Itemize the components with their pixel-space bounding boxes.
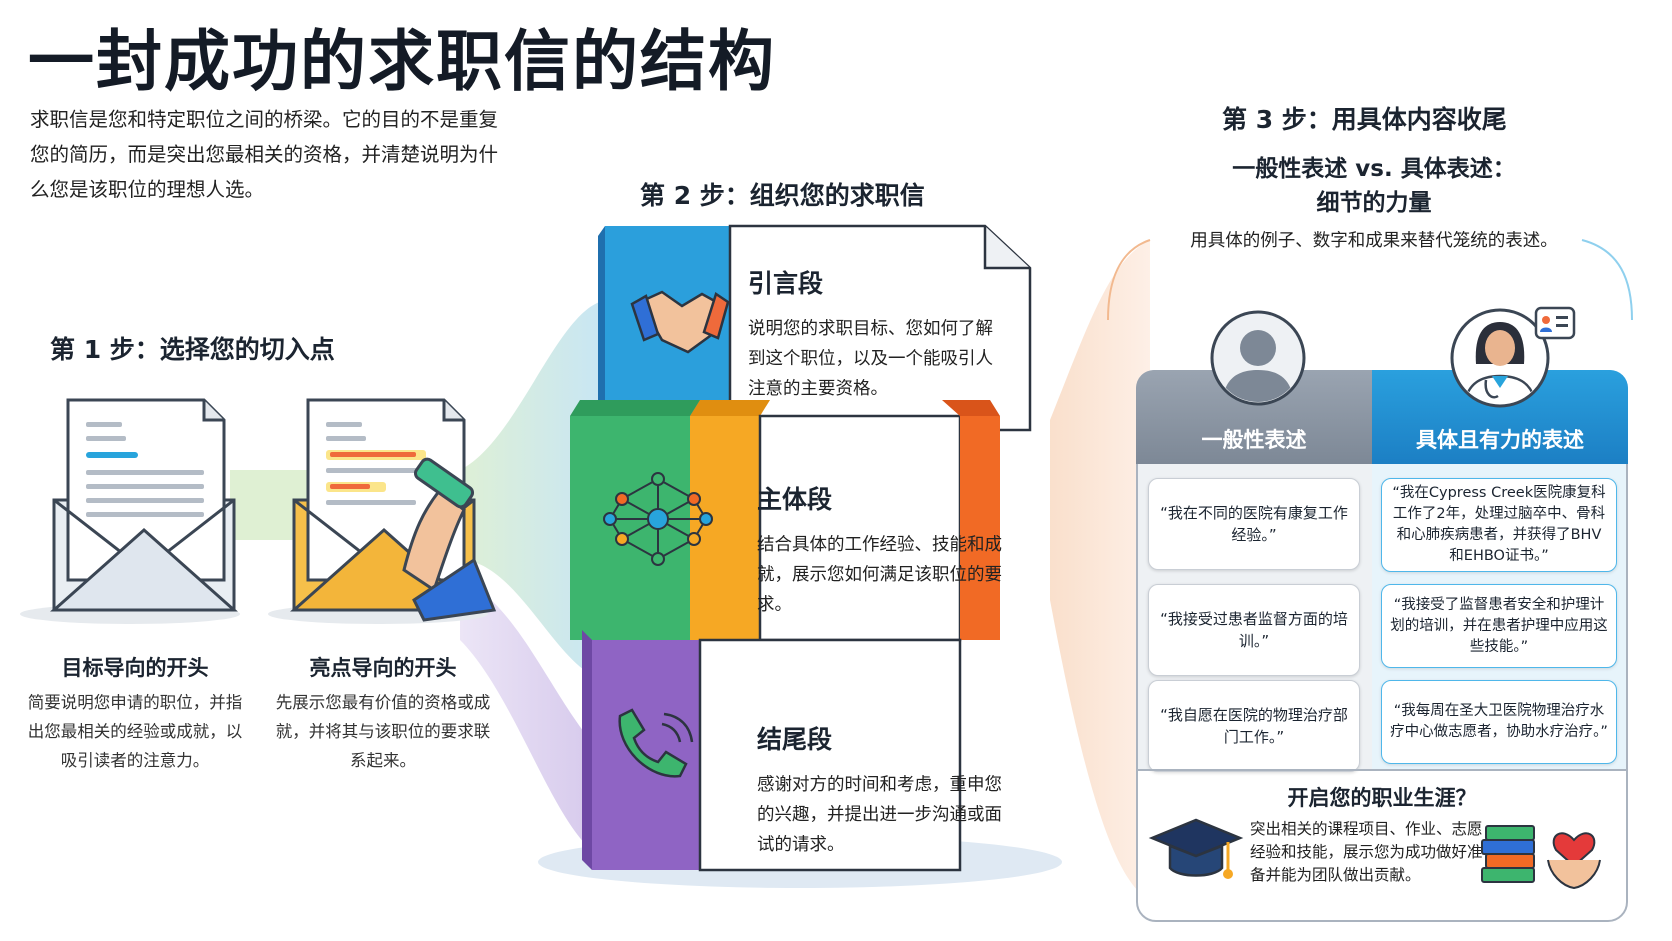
doctor-icon <box>1450 306 1576 408</box>
page-title: 一封成功的求职信的结构 <box>28 23 776 100</box>
body-block <box>570 400 1000 642</box>
option2-desc: 先展示您最有价值的资格或成就，并将其与该职位的要求联系起来。 <box>275 693 491 770</box>
specific-label: 具体且有力的表述 <box>1416 428 1584 452</box>
body-block-title: 主体段 <box>757 485 833 514</box>
handshake-icon <box>630 290 730 354</box>
graduation-cap-icon <box>1148 818 1244 879</box>
specific-statement-1: “我在Cypress Creek医院康复科工作了2年，处理过脑卒中、骨科和心肺疾… <box>1381 478 1617 572</box>
intro-block-text: 引言段 说明您的求职目标、您如何了解到这个职位，以及一个能吸引人注意的主要资格。 <box>748 264 1008 404</box>
network-icon <box>603 472 713 566</box>
envelope-highlight-icon <box>290 398 497 622</box>
intro-text: 求职信是您和特定职位之间的桥梁。它的目的不是重复您的简历，而是突出您最相关的资格… <box>30 108 499 201</box>
intro-block <box>598 224 1032 432</box>
specific-statement-2: “我接受了监督患者安全和护理计划的培训，并在患者护理中应用这些技能。” <box>1381 584 1617 668</box>
closing-block-desc: 感谢对方的时间和考虑，重申您的兴趣，并提出进一步沟通或面试的请求。 <box>757 775 1002 855</box>
intro-block-desc: 说明您的求职目标、您如何了解到这个职位，以及一个能吸引人注意的主要资格。 <box>748 319 993 399</box>
specific-statement-3: “我每周在圣大卫医院物理治疗水疗中心做志愿者，协助水疗治疗。” <box>1381 680 1617 764</box>
closing-block-title: 结尾段 <box>757 725 833 754</box>
structure-blocks <box>570 224 1032 872</box>
step3-heading: 第 3 步：用具体内容收尾 <box>1222 105 1507 134</box>
option1-title: 目标导向的开头 <box>61 656 209 680</box>
intro-block-title: 引言段 <box>748 269 824 298</box>
general-statement-3: “我自愿在医院的物理治疗部门工作。” <box>1148 680 1360 772</box>
step3-subtitle: 一般性表述 vs. 具体表述： 细节的力量 <box>1174 152 1574 220</box>
body-block-text: 主体段 结合具体的工作经验、技能和成就，展示您如何满足该职位的要求。 <box>757 480 1007 620</box>
career-desc: 突出相关的课程项目、作业、志愿经验和技能，展示您为成功做好准备并能为团队做出贡献… <box>1250 820 1483 884</box>
general-statement-1: “我在不同的医院有康复工作经验。” <box>1148 478 1360 570</box>
books-heart-icon <box>1481 825 1601 890</box>
step3-subtitle-line1: 一般性表述 vs. 具体表述： <box>1232 156 1516 182</box>
career-title: 开启您的职业生涯？ <box>1287 786 1477 810</box>
closing-block-text: 结尾段 感谢对方的时间和考虑，重申您的兴趣，并提出进一步沟通或面试的请求。 <box>757 720 1007 860</box>
step1-heading: 第 1 步：选择您的切入点 <box>50 335 335 364</box>
step3-desc: 用具体的例子、数字和成果来替代笼统的表述。 <box>1190 231 1558 251</box>
career-divider <box>1138 769 1626 771</box>
option1-desc: 简要说明您申请的职位，并指出您最相关的经验或成就，以吸引读者的注意力。 <box>27 693 243 770</box>
body-block-desc: 结合具体的工作经验、技能和成就，展示您如何满足该职位的要求。 <box>757 535 1002 615</box>
step3-subtitle-line2: 细节的力量 <box>1316 190 1432 216</box>
phone-icon <box>618 708 694 778</box>
general-label: 一般性表述 <box>1201 428 1307 452</box>
closing-block <box>582 630 962 872</box>
envelope-letter-icon <box>50 398 238 612</box>
generic-person-icon <box>1210 310 1306 406</box>
option2-title: 亮点导向的开头 <box>309 656 457 680</box>
step2-heading: 第 2 步：组织您的求职信 <box>640 181 925 210</box>
general-statement-2: “我接受过患者监督方面的培训。” <box>1148 584 1360 676</box>
